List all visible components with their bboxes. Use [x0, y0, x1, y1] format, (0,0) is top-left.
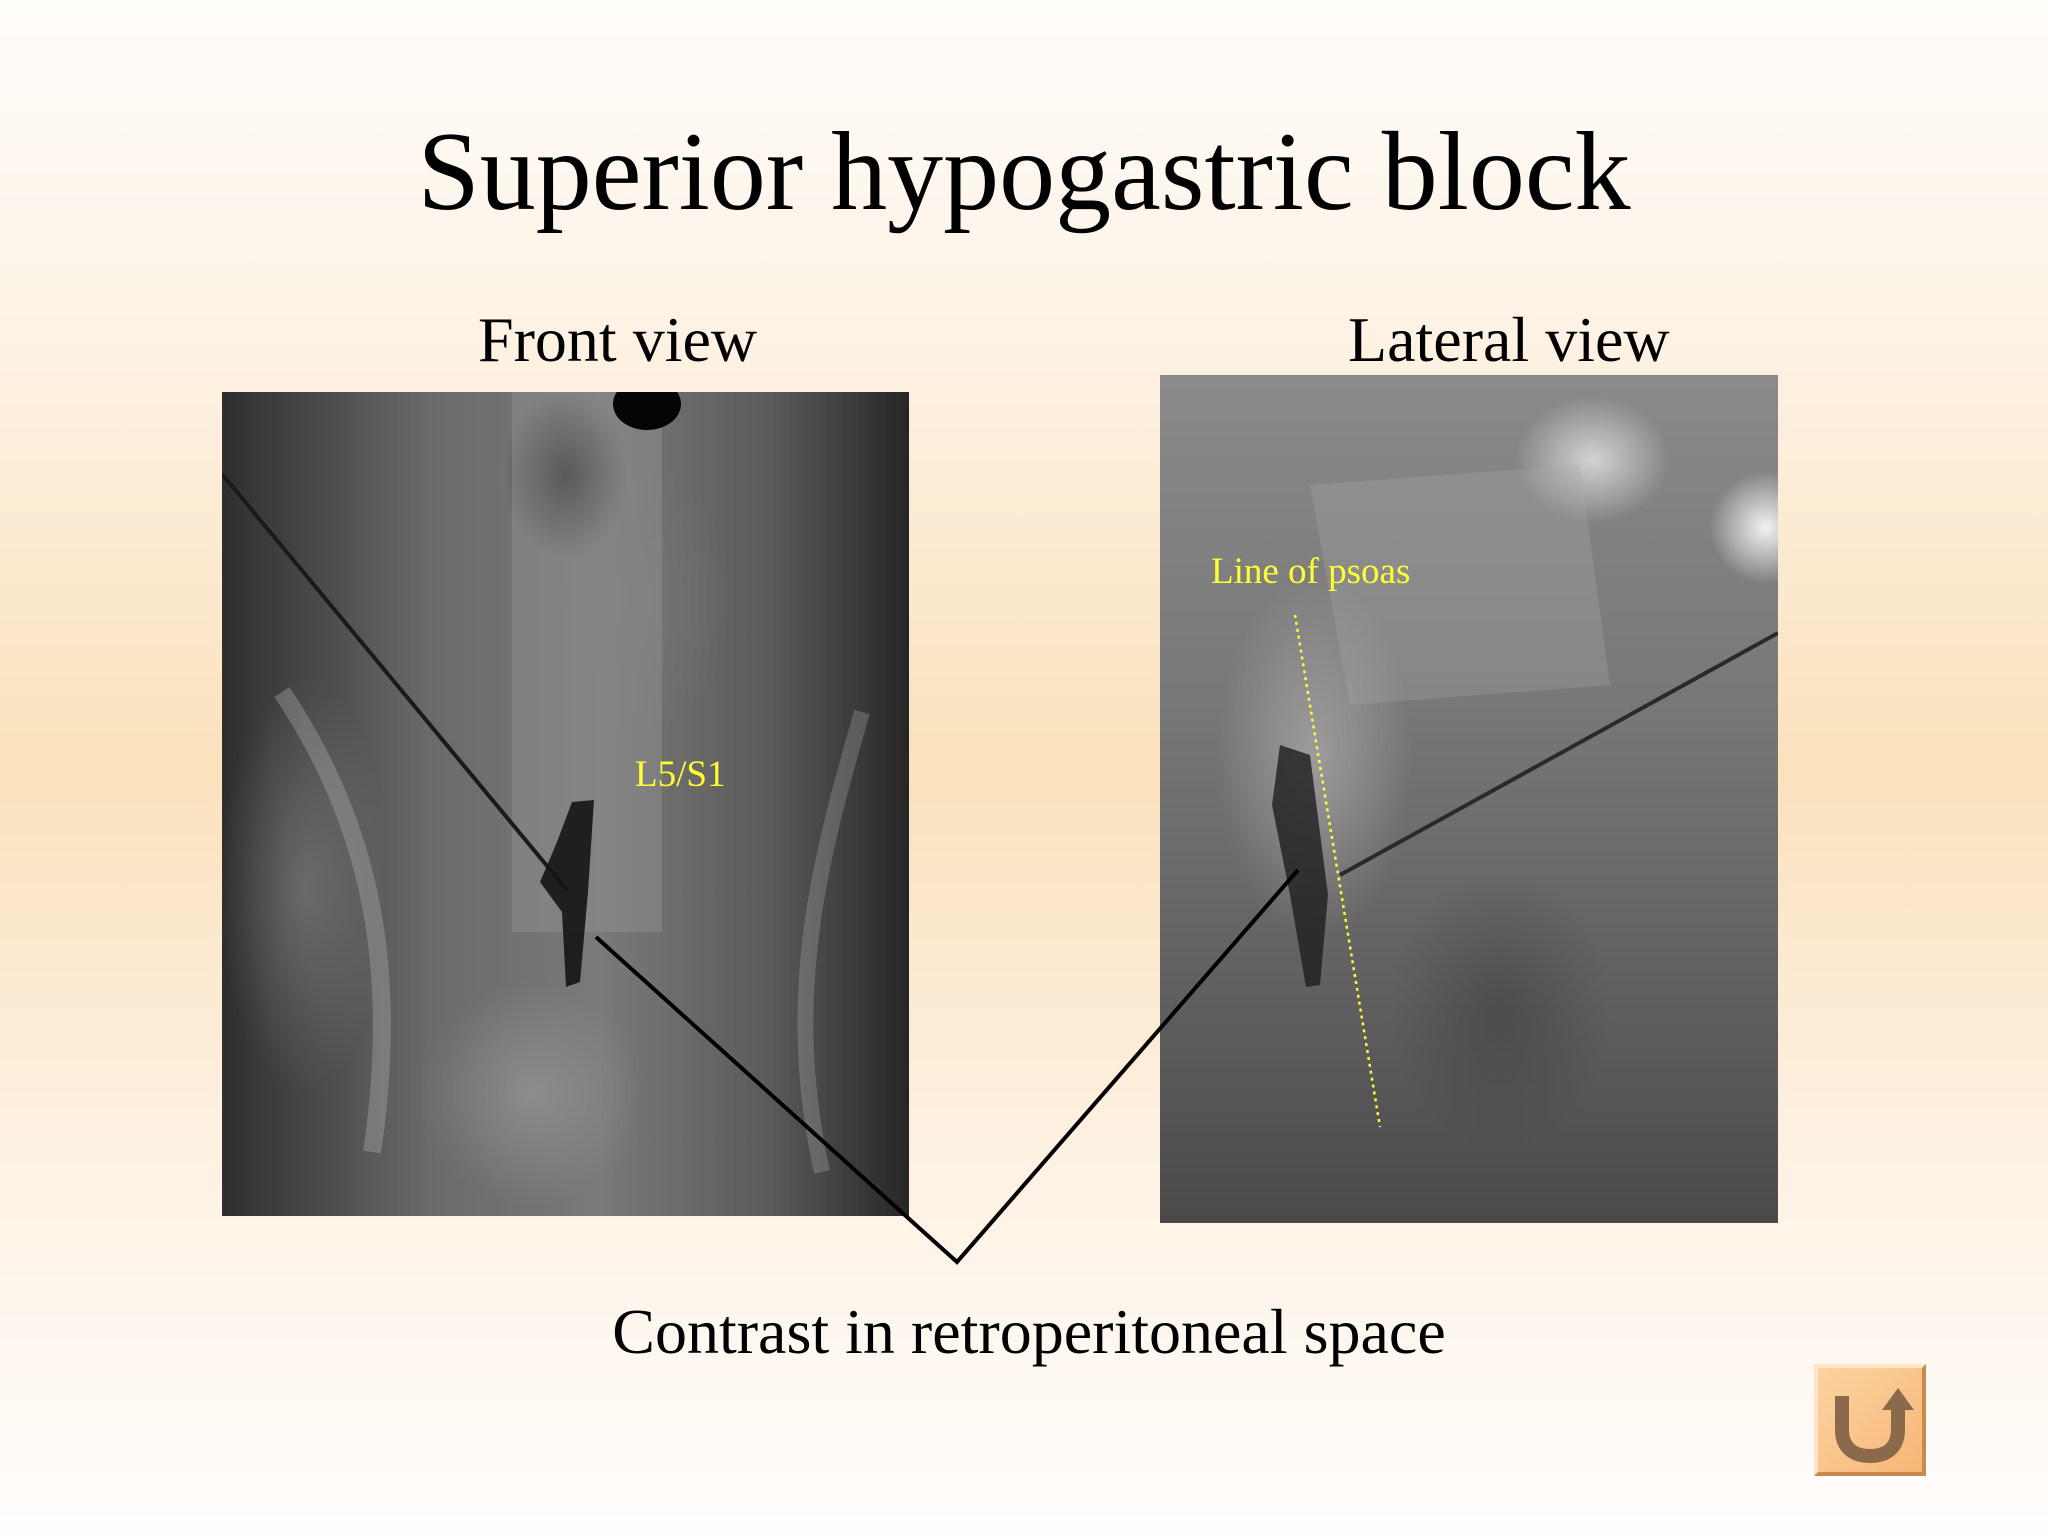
vertebra-level-annotation: L5/S1 [635, 754, 726, 795]
caption-pointer-line [594, 868, 1300, 1265]
vertebral-body [1310, 465, 1610, 705]
front-xray-details [222, 392, 870, 1174]
return-arrow-icon [1835, 1388, 1914, 1464]
front-view-label: Front view [478, 304, 758, 375]
slide-caption: Contrast in retroperitoneal space [612, 1296, 1446, 1367]
contrast-spread [540, 800, 594, 987]
pelvis-curve [274, 687, 391, 1154]
lateral-view-xray: Line of psoas [1160, 375, 1778, 1223]
front-view-xray: L5/S1 [222, 392, 909, 1216]
lateral-xray-details [1272, 465, 1778, 1128]
pelvis-curve-right [797, 709, 870, 1174]
lateral-view-label: Lateral view [1348, 304, 1670, 375]
psoas-annotation: Line of psoas [1211, 551, 1411, 592]
needle-line [222, 472, 569, 892]
needle-line-lateral [1339, 631, 1778, 877]
slide-title: Superior hypogastric block [417, 110, 1631, 234]
foramen-shadow [613, 392, 681, 430]
psoas-line [1293, 614, 1382, 1128]
return-button[interactable] [1814, 1364, 1926, 1476]
contrast-spread-lateral [1272, 745, 1328, 987]
